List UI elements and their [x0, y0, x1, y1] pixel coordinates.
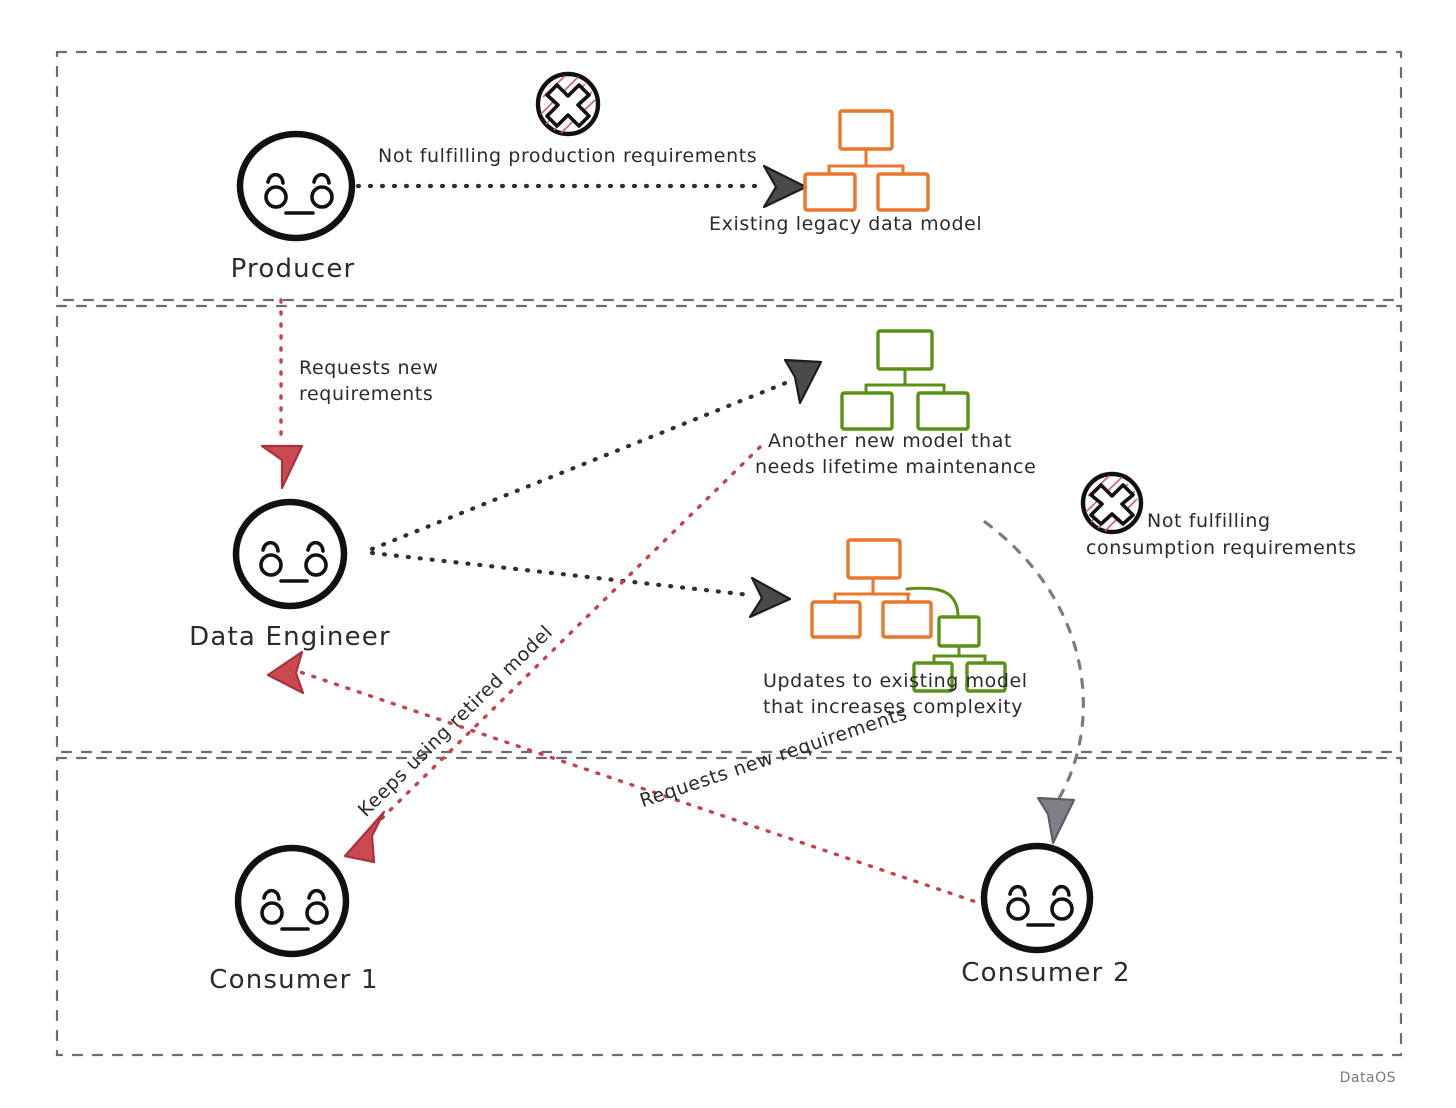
- right-brow-icon: [1052, 884, 1071, 897]
- actor-producer[interactable]: Producer: [231, 130, 356, 284]
- consumer-2-avatar: [980, 842, 1094, 954]
- left-eye-icon: [1006, 897, 1030, 921]
- cross-circle-icon: [1080, 471, 1144, 535]
- swimlane-group: [55, 50, 1403, 1057]
- flow-lines-group: [260, 164, 1085, 907]
- another-new-tree-shape: [840, 329, 970, 431]
- tree-node-child-left: [810, 600, 862, 639]
- actor-data-engineer[interactable]: Data Engineer: [189, 498, 391, 652]
- badge-production-label: Not fulfilling production requirements: [378, 145, 757, 167]
- producer-avatar: [236, 130, 356, 242]
- consumer-1-label: Consumer 1: [209, 965, 378, 995]
- tree-node-child-left: [840, 391, 894, 431]
- right-brow-icon: [312, 172, 331, 185]
- data-engineer-label: Data Engineer: [189, 622, 391, 652]
- another-new-model-label-line2: needs lifetime maintenance: [755, 456, 1036, 478]
- tree-node-child-left: [803, 172, 857, 212]
- right-eye-icon: [1050, 897, 1074, 921]
- tree-node-child-right: [916, 391, 970, 431]
- badge-x-glyph: [545, 83, 591, 128]
- data-engineer-avatar: [232, 498, 348, 610]
- left-brow-icon: [1008, 884, 1027, 897]
- right-brow-icon: [307, 888, 326, 901]
- face-circle-icon: [232, 498, 348, 610]
- arrowhead-engineer-to-new-model: [783, 358, 823, 405]
- flow-engineer-to-updated-model: [369, 550, 753, 598]
- tree-node-root: [876, 329, 934, 371]
- badge-production: Not fulfilling production requirements: [378, 71, 757, 167]
- arrowhead-producer-to-engineer: [260, 444, 304, 490]
- model-legacy: Existing legacy data model: [709, 109, 982, 235]
- model-updated: Updates to existing model that increases…: [763, 538, 1028, 718]
- tree-node-green-leaf-right: [965, 661, 1007, 693]
- consumer-1-avatar: [234, 844, 350, 958]
- flow-engineer-to-new-model: [369, 379, 791, 552]
- flow-updated-model-to-consumer2: [983, 520, 1085, 802]
- tree-edge-green-branch: [905, 586, 960, 619]
- badge-x-glyph: [1089, 483, 1135, 526]
- swimlane-data-engineer: [55, 304, 1403, 754]
- flow-keeps-using-retired-model: [373, 445, 762, 827]
- legacy-model-label: Existing legacy data model: [709, 213, 982, 235]
- left-brow-icon: [262, 888, 281, 901]
- model-another-new: Another new model that needs lifetime ma…: [755, 329, 1036, 478]
- updated-tree-shape: [810, 538, 1007, 693]
- arrowhead-keeps-using-retired-model: [343, 810, 386, 864]
- producer-label: Producer: [231, 254, 356, 284]
- actor-consumer-1[interactable]: Consumer 1: [209, 844, 378, 995]
- right-eye-icon: [304, 553, 328, 577]
- badge-consumption-label-line1: Not fulfilling: [1147, 510, 1271, 532]
- actor-consumer-2[interactable]: Consumer 2: [961, 842, 1130, 988]
- swimlane-producer: [55, 50, 1403, 302]
- watermark-dataos: DataOS: [1340, 1070, 1396, 1086]
- requests-new-line2: requirements: [299, 383, 433, 405]
- right-eye-icon: [310, 185, 334, 209]
- arrowhead-updated-model-to-consumer2: [1036, 796, 1076, 845]
- flow-label-requests-new-requirements: Requests new requirements: [299, 357, 439, 405]
- face-circle-icon: [234, 844, 350, 958]
- left-brow-icon: [261, 540, 280, 553]
- face-circle-icon: [236, 130, 356, 242]
- badge-consumption-label-line2: consumption requirements: [1086, 537, 1357, 559]
- tree-node-child-mid: [881, 600, 933, 639]
- left-eye-icon: [259, 553, 283, 577]
- right-brow-icon: [306, 540, 325, 553]
- consumer-2-label: Consumer 2: [961, 958, 1130, 988]
- updated-model-label-line1: Updates to existing model: [763, 670, 1028, 692]
- arrowhead-engineer-to-updated-model: [748, 576, 792, 619]
- cross-circle-icon: [535, 71, 601, 137]
- left-eye-icon: [264, 185, 288, 209]
- flow-consumer2-to-engineer: [298, 670, 987, 907]
- tree-node-green-leaf-left: [912, 661, 954, 693]
- updated-model-label-line2: that increases complexity: [763, 696, 1023, 718]
- right-eye-icon: [305, 901, 329, 925]
- left-eye-icon: [260, 901, 284, 925]
- legacy-tree-shape: [803, 109, 930, 212]
- requests-new-line1: Requests new: [299, 357, 439, 379]
- arrowhead-consumer2-to-engineer: [266, 650, 305, 695]
- another-new-model-label-line1: Another new model that: [768, 430, 1012, 452]
- tree-node-child-right: [876, 172, 930, 212]
- tree-node-green-root: [937, 615, 981, 648]
- tree-node-root: [846, 538, 902, 580]
- left-brow-icon: [266, 172, 285, 185]
- face-circle-icon: [980, 842, 1094, 954]
- badge-consumption: Not fulfilling consumption requirements: [1080, 471, 1357, 559]
- arrowhead-producer-to-legacy: [762, 164, 808, 209]
- tree-node-root: [838, 109, 894, 151]
